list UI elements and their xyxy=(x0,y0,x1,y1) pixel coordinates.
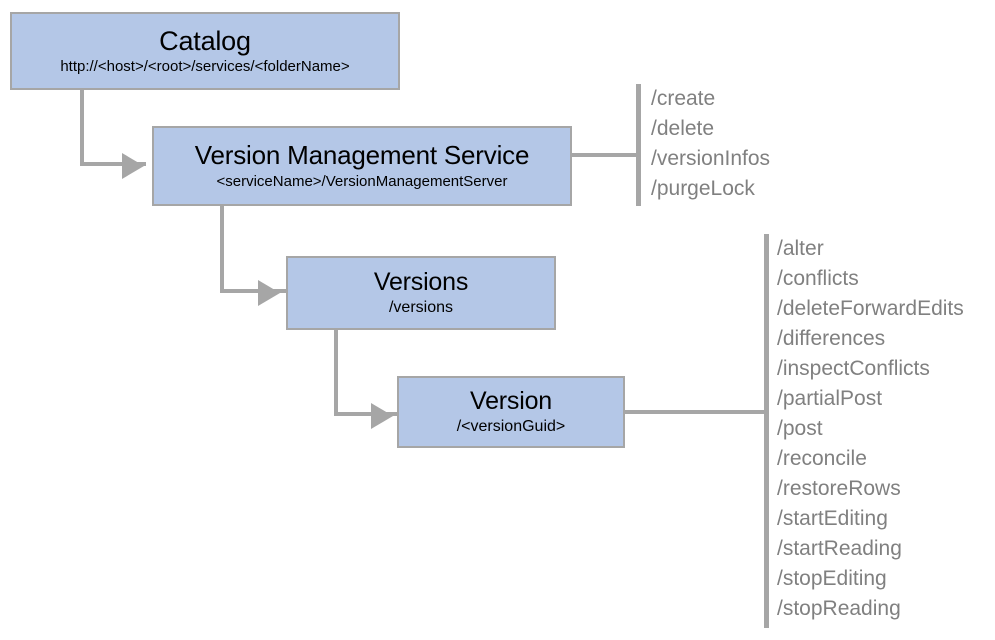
node-catalog-subtitle: http://<host>/<root>/services/<folderNam… xyxy=(60,58,350,76)
node-version-title: Version xyxy=(470,387,552,416)
operation-item[interactable]: /delete xyxy=(651,117,715,140)
connector-versions-to-version-horizontal xyxy=(334,412,401,416)
operation-item[interactable]: /startReading xyxy=(777,537,902,560)
operation-item[interactable]: /inspectConflicts xyxy=(777,357,930,380)
connector-catalog-to-vms-vertical xyxy=(80,90,84,166)
operation-item[interactable]: /restoreRows xyxy=(777,477,901,500)
node-catalog[interactable]: Catalog http://<host>/<root>/services/<f… xyxy=(10,12,400,90)
connector-versions-to-version-vertical xyxy=(334,330,338,416)
node-catalog-title: Catalog xyxy=(159,25,251,56)
node-version[interactable]: Version /<versionGuid> xyxy=(397,376,625,448)
operation-item[interactable]: /differences xyxy=(777,327,886,350)
node-versions-title: Versions xyxy=(373,268,469,297)
node-version-management-service[interactable]: Version Management Service <serviceName>… xyxy=(152,126,572,206)
connector-vms-to-versions-vertical xyxy=(220,206,224,293)
operation-item[interactable]: /startEditing xyxy=(777,507,888,530)
connector-catalog-to-vms-arrowhead xyxy=(122,153,144,179)
operation-item[interactable]: /versionInfos xyxy=(651,147,771,170)
connector-vms-to-versions-arrowhead xyxy=(258,280,280,306)
node-version-subtitle: /<versionGuid> xyxy=(456,417,566,435)
operation-item[interactable]: /purgeLock xyxy=(651,177,755,200)
operation-item[interactable]: /deleteForwardEdits xyxy=(777,297,964,320)
connector-vms-to-versions-horizontal xyxy=(220,289,286,293)
connector-version-to-operations-line xyxy=(625,410,768,414)
node-versions[interactable]: Versions /versions xyxy=(286,256,556,330)
connector-catalog-to-vms-horizontal xyxy=(80,162,146,166)
connector-vms-to-operations-line xyxy=(572,153,640,157)
operation-item[interactable]: /create xyxy=(651,87,716,110)
operations-rail-vms xyxy=(636,84,641,206)
operation-item[interactable]: /stopReading xyxy=(777,597,901,620)
node-version-management-service-title: Version Management Service xyxy=(194,140,530,171)
operation-item[interactable]: /stopEditing xyxy=(777,567,887,590)
operations-list-version: /alter /conflicts /deleteForwardEdits /d… xyxy=(777,234,964,624)
node-version-management-service-subtitle: <serviceName>/VersionManagementServer xyxy=(216,172,508,190)
operation-item[interactable]: /post xyxy=(777,417,823,440)
node-versions-subtitle: /versions xyxy=(388,298,454,316)
operation-item[interactable]: /conflicts xyxy=(777,267,859,290)
connector-versions-to-version-arrowhead xyxy=(371,403,393,429)
operation-item[interactable]: /partialPost xyxy=(777,387,883,410)
operations-rail-version xyxy=(764,234,769,628)
operation-item[interactable]: /reconcile xyxy=(777,447,867,470)
operations-list-version-management-service: /create /delete /versionInfos /purgeLock xyxy=(651,84,770,204)
operation-item[interactable]: /alter xyxy=(777,237,824,260)
